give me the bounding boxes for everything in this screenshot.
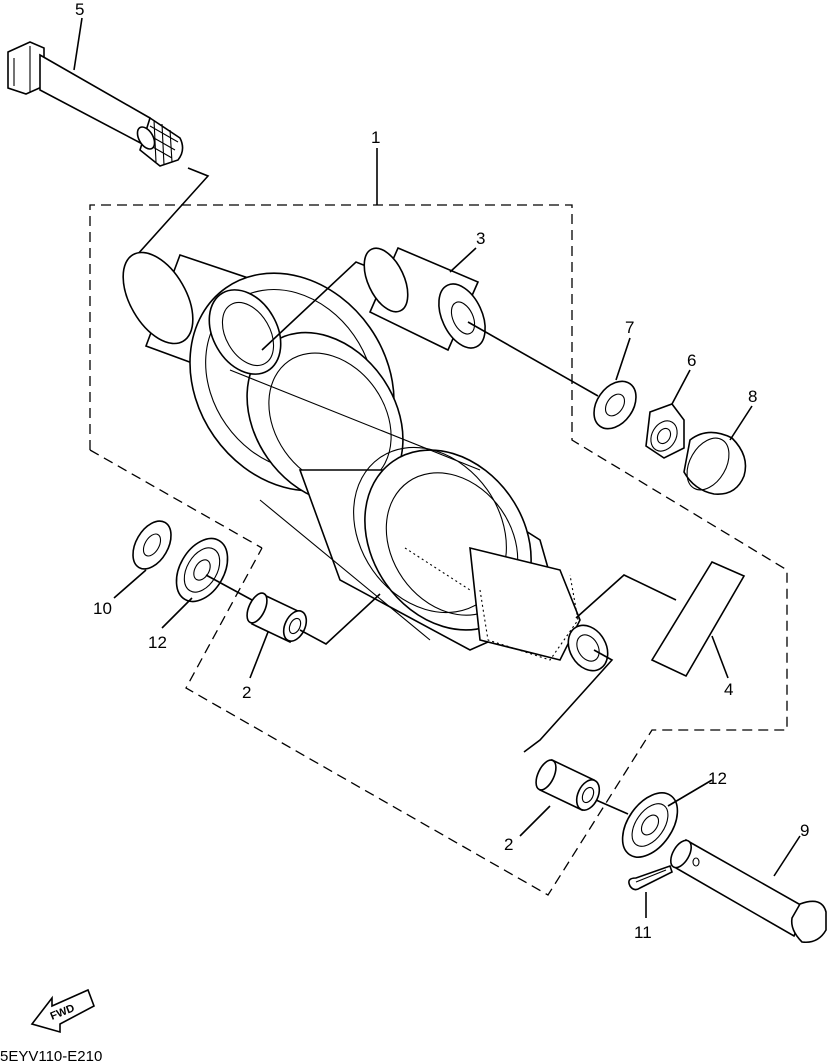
callout-7: 7 (625, 318, 634, 337)
label-plate-part-4 (650, 560, 746, 678)
cap-part-8 (683, 431, 747, 495)
callout-8: 8 (748, 387, 757, 406)
fwd-arrow-icon: FWD (30, 988, 95, 1034)
assembly-boundary-upper (89, 204, 788, 896)
lower-bolt-part-9 (669, 838, 827, 944)
lower-collar-axis-line (595, 799, 629, 815)
diagram-code: 5EYV110-E210 (0, 1048, 102, 1063)
collar-axis-line (467, 321, 599, 397)
callout-9: 9 (800, 821, 809, 840)
callout-11: 11 (634, 923, 652, 942)
washer-part-7 (593, 380, 637, 430)
callout-1: 1 (371, 128, 380, 147)
nut-part-6 (645, 403, 685, 459)
cotter-pin-part-11 (628, 864, 673, 891)
callout-12-left: 12 (148, 633, 167, 652)
collar-upper-line (299, 593, 381, 645)
oil-seal-part-12-left (175, 537, 229, 603)
seal-left-axis-line (205, 574, 253, 601)
washer-part-10 (132, 520, 172, 570)
callout-4: 4 (724, 680, 733, 699)
lower-eye-line (523, 649, 614, 753)
callout-2-lower: 2 (504, 835, 513, 854)
shock-absorber-part-1 (122, 251, 609, 672)
callout-6: 6 (687, 351, 696, 370)
collar-part-2-lower (535, 758, 601, 812)
lower-bolt-line (575, 574, 677, 619)
callout-2-upper: 2 (242, 683, 251, 702)
callout-5: 5 (75, 0, 84, 19)
callout-12-right: 12 (708, 769, 727, 788)
washer-group-boundary (89, 449, 263, 549)
upper-bolt-part-5 (7, 41, 184, 167)
collar-part-2-upper (246, 592, 308, 644)
leader-lines (73, 17, 801, 918)
oil-seal-part-12-right (621, 792, 679, 858)
callout-3: 3 (476, 229, 485, 248)
callout-10: 10 (93, 599, 112, 618)
upper-collar-part-3 (363, 246, 486, 352)
